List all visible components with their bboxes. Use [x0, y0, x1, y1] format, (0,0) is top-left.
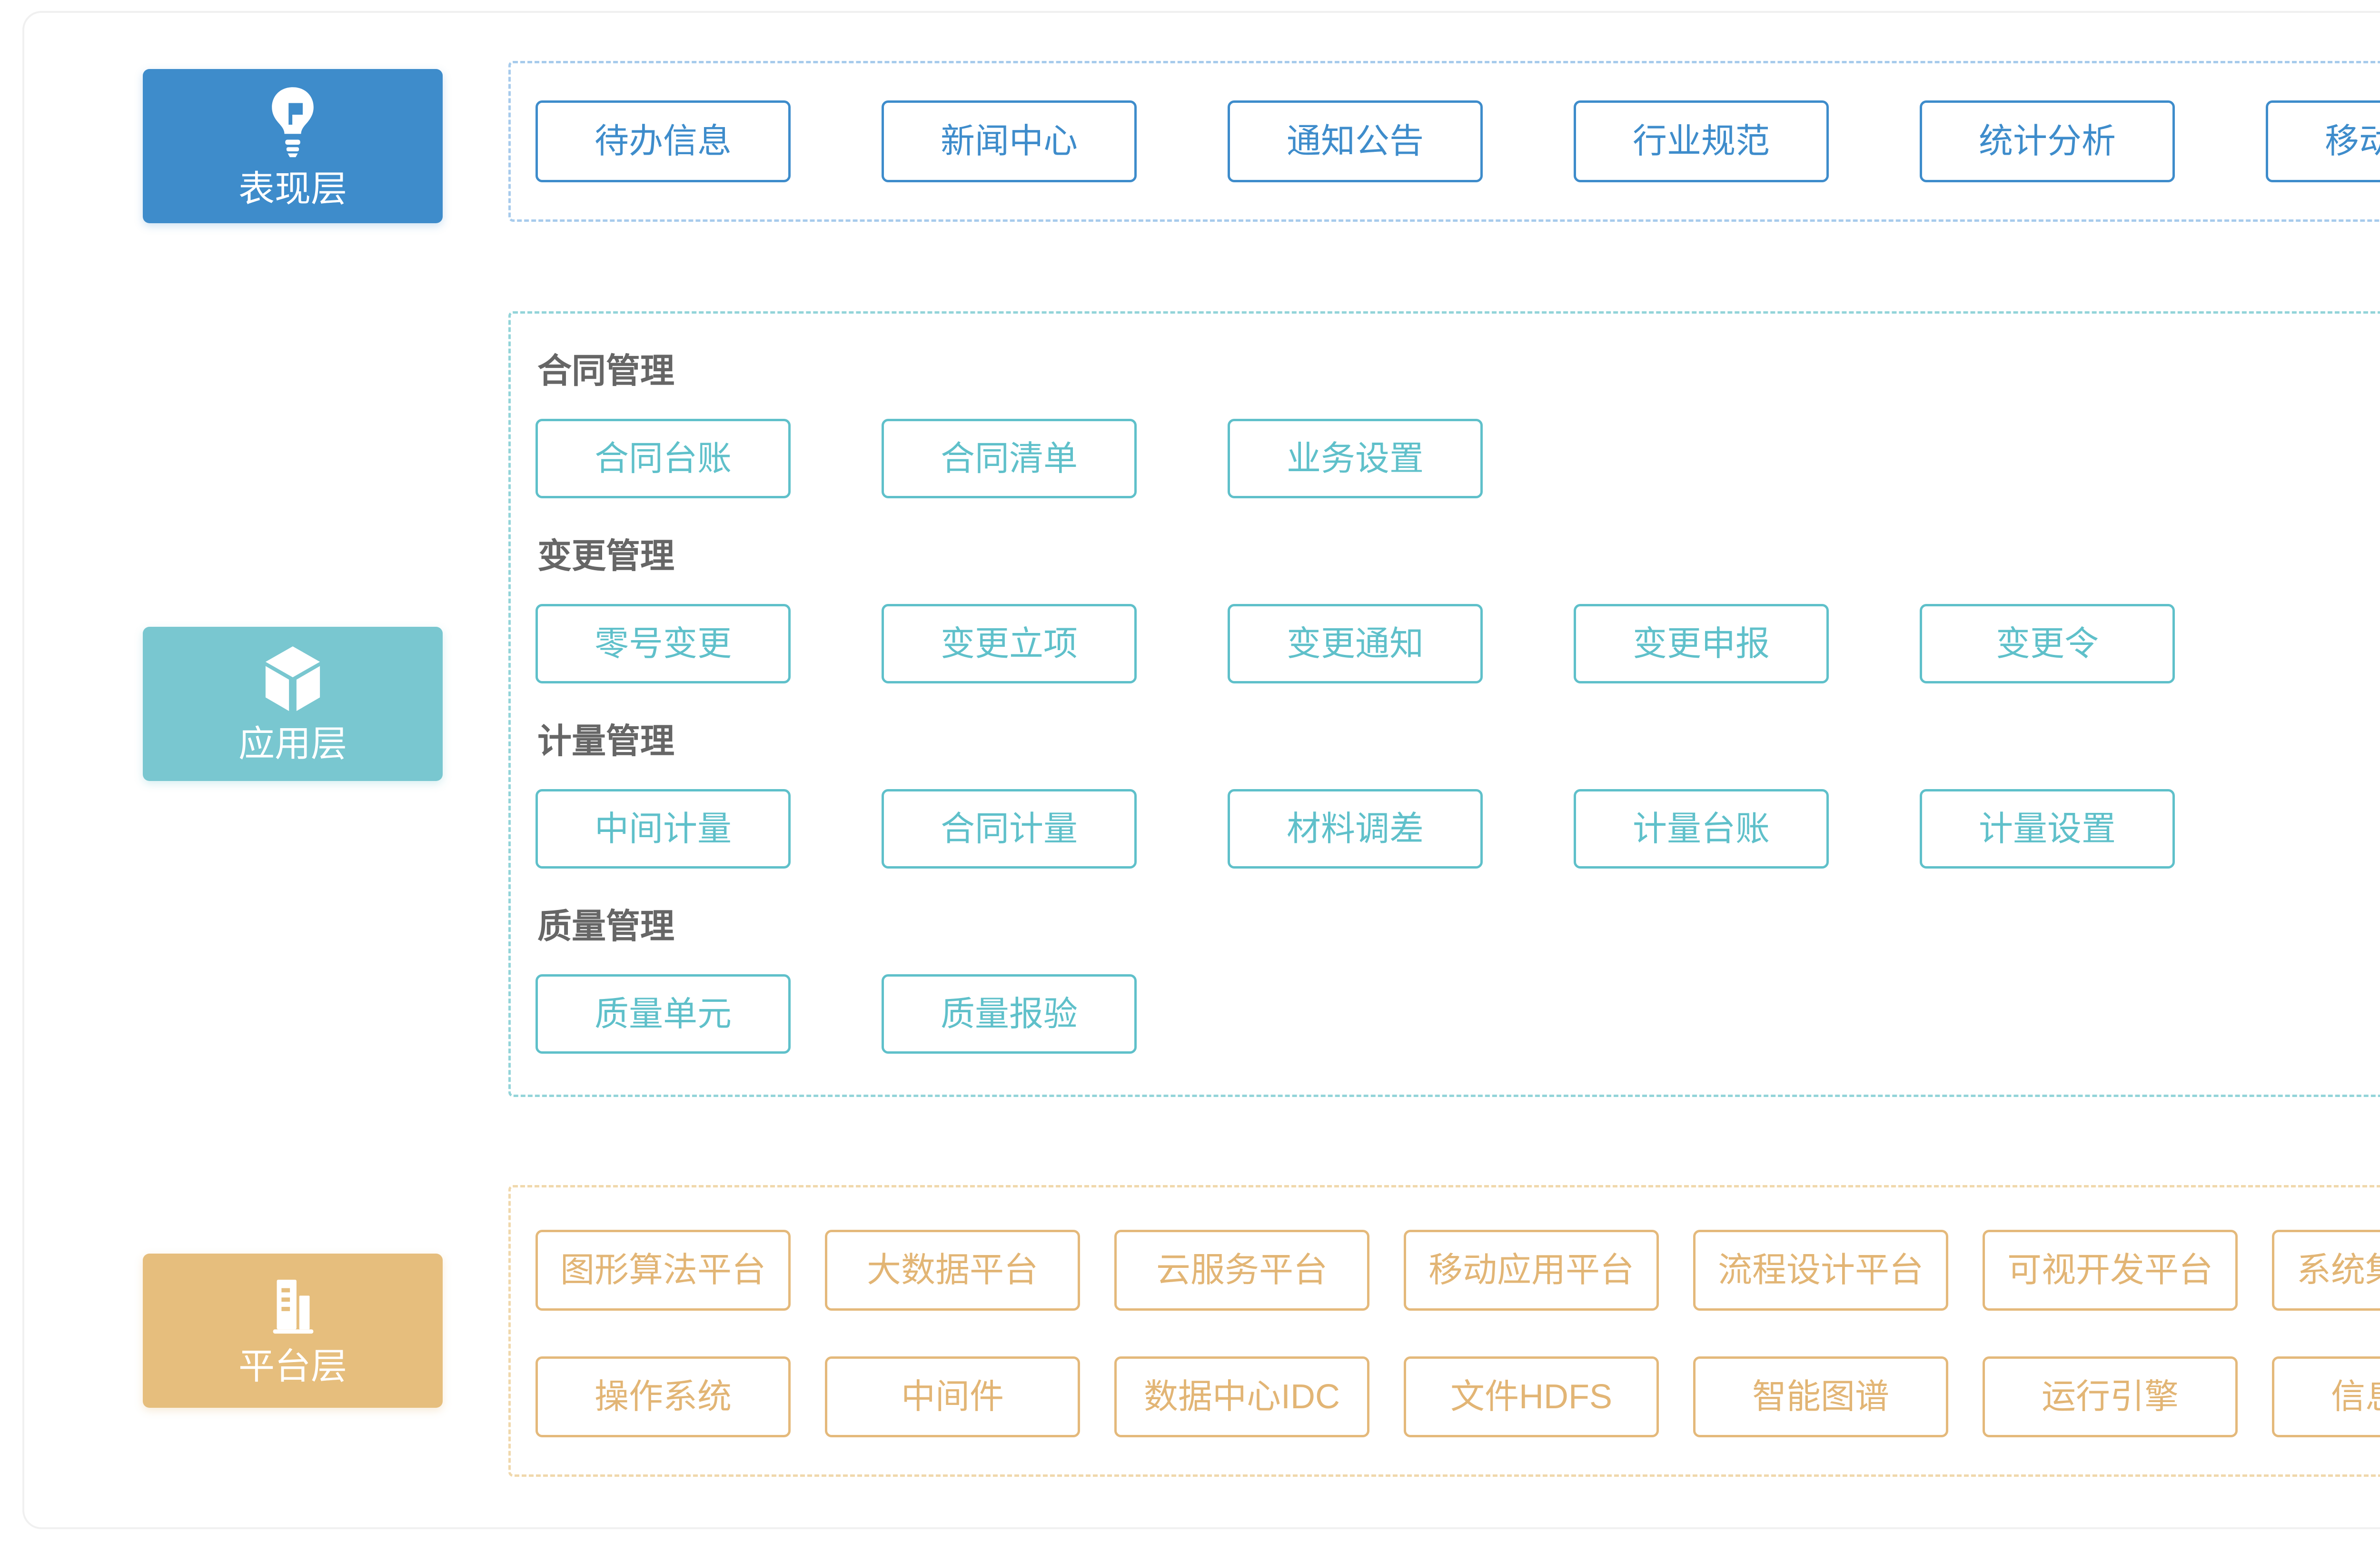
module-button-business-settings[interactable]: 业务设置: [1228, 419, 1483, 498]
layer-box-application: 应用层: [143, 627, 443, 781]
module-button-smart-graph[interactable]: 智能图谱: [1693, 1356, 1948, 1437]
presentation-row: 待办信息 新闻中心 通知公告 行业规范 统计分析 移动应用: [536, 100, 2380, 182]
module-button-news[interactable]: 新闻中心: [882, 100, 1137, 182]
application-panel: 合同管理 合同台账 合同清单 业务设置 变更管理 零号变更 变更立项 变更通知 …: [508, 311, 2380, 1097]
module-button-quality-unit[interactable]: 质量单元: [536, 974, 791, 1054]
module-button-zero-change[interactable]: 零号变更: [536, 604, 791, 683]
platform-row-2: 操作系统 中间件 数据中心IDC 文件HDFS 智能图谱 运行引擎 信息安全: [536, 1356, 2380, 1437]
layer-label-presentation: 表现层: [238, 169, 347, 209]
module-button-quality-inspect[interactable]: 质量报验: [882, 974, 1137, 1054]
module-button-mobile[interactable]: 移动应用: [2266, 100, 2380, 182]
contract-row: 合同台账 合同清单 业务设置: [536, 419, 2380, 498]
group-title-quality: 质量管理: [537, 908, 675, 946]
module-button-contract-measure[interactable]: 合同计量: [882, 789, 1137, 869]
module-button-material-adjust[interactable]: 材料调差: [1228, 789, 1483, 869]
module-button-contract-ledger[interactable]: 合同台账: [536, 419, 791, 498]
module-button-info-security[interactable]: 信息安全: [2272, 1356, 2380, 1437]
module-button-interim-measure[interactable]: 中间计量: [536, 789, 791, 869]
module-button-measure-settings[interactable]: 计量设置: [1920, 789, 2175, 869]
module-button-contract-list[interactable]: 合同清单: [882, 419, 1137, 498]
presentation-panel: 待办信息 新闻中心 通知公告 行业规范 统计分析 移动应用: [508, 61, 2380, 222]
group-title-measurement: 计量管理: [537, 722, 675, 761]
quality-row: 质量单元 质量报验: [536, 974, 2380, 1054]
lightbulb-icon: [266, 85, 319, 158]
module-button-integration-platform[interactable]: 系统集成平台: [2272, 1230, 2380, 1311]
module-button-change-init[interactable]: 变更立项: [882, 604, 1137, 683]
change-row: 零号变更 变更立项 变更通知 变更申报 变更令: [536, 604, 2380, 683]
module-button-change-declare[interactable]: 变更申报: [1574, 604, 1829, 683]
layer-box-presentation: 表现层: [143, 69, 443, 223]
module-button-hdfs[interactable]: 文件HDFS: [1404, 1356, 1659, 1437]
layer-label-platform: 平台层: [238, 1346, 347, 1387]
module-button-mobile-platform[interactable]: 移动应用平台: [1404, 1230, 1659, 1311]
module-button-runtime-engine[interactable]: 运行引擎: [1983, 1356, 2238, 1437]
module-button-change-notice[interactable]: 变更通知: [1228, 604, 1483, 683]
module-button-change-order[interactable]: 变更令: [1920, 604, 2175, 683]
module-button-middleware[interactable]: 中间件: [825, 1356, 1080, 1437]
module-button-workflow-platform[interactable]: 流程设计平台: [1693, 1230, 1948, 1311]
group-title-change: 变更管理: [537, 537, 675, 575]
module-button-notice[interactable]: 通知公告: [1228, 100, 1483, 182]
module-button-cloud-platform[interactable]: 云服务平台: [1114, 1230, 1369, 1311]
module-button-daiban[interactable]: 待办信息: [536, 100, 791, 182]
buildings-icon: [263, 1276, 323, 1335]
module-button-os[interactable]: 操作系统: [536, 1356, 791, 1437]
group-title-contract: 合同管理: [537, 352, 675, 390]
module-button-industry[interactable]: 行业规范: [1574, 100, 1829, 182]
module-button-bigdata-platform[interactable]: 大数据平台: [825, 1230, 1080, 1311]
module-button-visual-dev-platform[interactable]: 可视开发平台: [1983, 1230, 2238, 1311]
measurement-row: 中间计量 合同计量 材料调差 计量台账 计量设置: [536, 789, 2380, 869]
layer-label-application: 应用层: [238, 724, 347, 764]
module-button-stats[interactable]: 统计分析: [1920, 100, 2175, 182]
platform-panel: 图形算法平台 大数据平台 云服务平台 移动应用平台 流程设计平台 可视开发平台 …: [508, 1185, 2380, 1477]
layer-box-platform: 平台层: [143, 1254, 443, 1408]
platform-row-1: 图形算法平台 大数据平台 云服务平台 移动应用平台 流程设计平台 可视开发平台 …: [536, 1230, 2380, 1311]
module-button-measure-ledger[interactable]: 计量台账: [1574, 789, 1829, 869]
module-button-graph-algo-platform[interactable]: 图形算法平台: [536, 1230, 791, 1311]
cube-icon: [263, 645, 323, 713]
module-button-idc[interactable]: 数据中心IDC: [1114, 1356, 1369, 1437]
